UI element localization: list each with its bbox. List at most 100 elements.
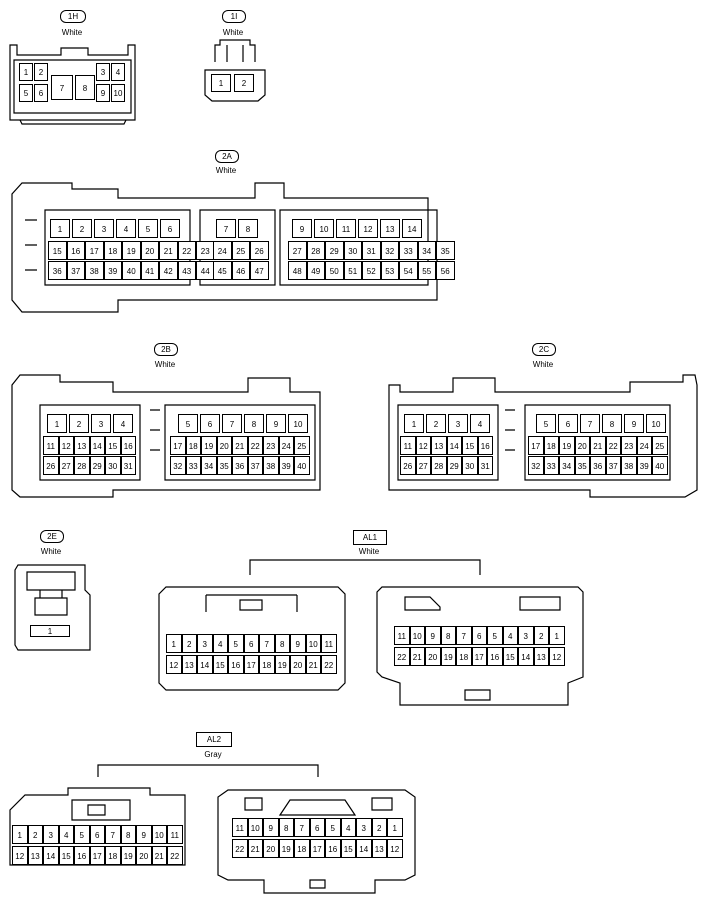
pin-2c-4: 4	[470, 414, 490, 433]
pin-al1-back-15: 15	[502, 647, 518, 666]
pin-2a-14: 14	[402, 219, 422, 238]
pin-2b-24: 24	[278, 436, 294, 455]
connector-id-2e: 2E	[40, 530, 64, 543]
pin-1h-4: 4	[111, 63, 125, 81]
pin-2c-1: 1	[404, 414, 424, 433]
pin-1h-9: 9	[96, 84, 110, 102]
pin-2b-20: 20	[216, 436, 232, 455]
pin-al2-front-10: 10	[151, 825, 167, 844]
pin-al1-front-3: 3	[197, 634, 213, 653]
pin-2a-16: 16	[66, 241, 85, 260]
pin-2c-3: 3	[448, 414, 468, 433]
pin-al1-back-20: 20	[425, 647, 441, 666]
pin-al2-back-19: 19	[278, 839, 294, 858]
pin-2a-34: 34	[417, 241, 436, 260]
pin-al1-back-22: 22	[394, 647, 410, 666]
connector-id-2a: 2A	[215, 150, 239, 163]
pin-2a-6: 6	[160, 219, 180, 238]
connector-color-1i: White	[222, 28, 244, 37]
pin-al1-back-4: 4	[502, 626, 518, 645]
pin-al1-front-13: 13	[181, 655, 197, 674]
pin-al1-front-12: 12	[166, 655, 182, 674]
pin-1i-1: 1	[211, 74, 231, 92]
pin-al2-front-17: 17	[89, 846, 105, 865]
pin-2c-40: 40	[652, 456, 668, 475]
pin-al2-back-7: 7	[294, 818, 310, 837]
pin-al2-back-22: 22	[232, 839, 248, 858]
pin-al1-back-12: 12	[549, 647, 565, 666]
pin-2b-33: 33	[185, 456, 201, 475]
pin-al2-front-13: 13	[27, 846, 43, 865]
pin-al2-front-18: 18	[105, 846, 121, 865]
pin-2a-52: 52	[362, 261, 381, 280]
pin-al1-front-19: 19	[274, 655, 290, 674]
pin-al2-back-13: 13	[371, 839, 387, 858]
connector-id-al2: AL2	[196, 732, 232, 747]
pin-2a-55: 55	[417, 261, 436, 280]
pin-al1-front-9: 9	[290, 634, 306, 653]
pin-2b-12: 12	[58, 436, 74, 455]
pin-2a-44: 44	[196, 261, 215, 280]
pin-al1-back-9: 9	[425, 626, 441, 645]
pin-2b-26: 26	[43, 456, 59, 475]
pin-2a-10: 10	[314, 219, 334, 238]
pin-2a-47: 47	[250, 261, 269, 280]
pin-al1-back-3: 3	[518, 626, 534, 645]
pin-al1-back-17: 17	[471, 647, 487, 666]
pin-al2-front-16: 16	[74, 846, 90, 865]
pin-2a-48: 48	[288, 261, 307, 280]
connector-color-2e: White	[40, 547, 62, 556]
pin-2a-2: 2	[72, 219, 92, 238]
pin-2a-24: 24	[213, 241, 232, 260]
pin-2c-37: 37	[605, 456, 621, 475]
pin-al2-front-7: 7	[105, 825, 121, 844]
pin-2a-19: 19	[122, 241, 141, 260]
pin-2b-38: 38	[263, 456, 279, 475]
pin-2c-2: 2	[426, 414, 446, 433]
connector-color-1h: White	[61, 28, 83, 37]
pin-al2-front-20: 20	[136, 846, 152, 865]
pin-al1-front-22: 22	[321, 655, 337, 674]
pin-2a-42: 42	[159, 261, 178, 280]
pin-al2-front-8: 8	[120, 825, 136, 844]
pin-2c-18: 18	[543, 436, 559, 455]
connector-color-2c: White	[532, 360, 554, 369]
pin-2c-8: 8	[602, 414, 622, 433]
pin-2a-53: 53	[380, 261, 399, 280]
pin-al2-front-19: 19	[120, 846, 136, 865]
pin-al1-front-14: 14	[197, 655, 213, 674]
pin-2a-29: 29	[325, 241, 344, 260]
pin-2a-41: 41	[140, 261, 159, 280]
pin-1h-8: 8	[75, 75, 95, 100]
pin-2c-20: 20	[574, 436, 590, 455]
pin-2a-35: 35	[436, 241, 455, 260]
connector-al2-housing	[9, 764, 416, 894]
pin-2a-12: 12	[358, 219, 378, 238]
pin-al2-front-9: 9	[136, 825, 152, 844]
pin-2b-3: 3	[91, 414, 111, 433]
pin-1h-10: 10	[111, 84, 125, 102]
connector-id-1i: 1I	[222, 10, 246, 23]
pin-2c-25: 25	[652, 436, 668, 455]
pin-2c-22: 22	[605, 436, 621, 455]
pin-2a-21: 21	[159, 241, 178, 260]
pin-al2-back-21: 21	[247, 839, 263, 858]
pin-2a-4: 4	[116, 219, 136, 238]
pin-al1-front-18: 18	[259, 655, 275, 674]
pin-2a-54: 54	[399, 261, 418, 280]
pin-al2-front-3: 3	[43, 825, 59, 844]
pin-2a-32: 32	[380, 241, 399, 260]
pin-2c-36: 36	[590, 456, 606, 475]
pin-1h-7: 7	[51, 75, 73, 100]
pin-2c-5: 5	[536, 414, 556, 433]
pin-2c-19: 19	[559, 436, 575, 455]
connector-1i-housing	[204, 39, 266, 102]
pin-1h-2: 2	[34, 63, 48, 81]
connector-id-1h: 1H	[60, 10, 86, 23]
pin-2b-23: 23	[263, 436, 279, 455]
pin-2b-19: 19	[201, 436, 217, 455]
pin-al2-front-4: 4	[58, 825, 74, 844]
pin-al2-front-12: 12	[12, 846, 28, 865]
pin-2c-12: 12	[415, 436, 431, 455]
